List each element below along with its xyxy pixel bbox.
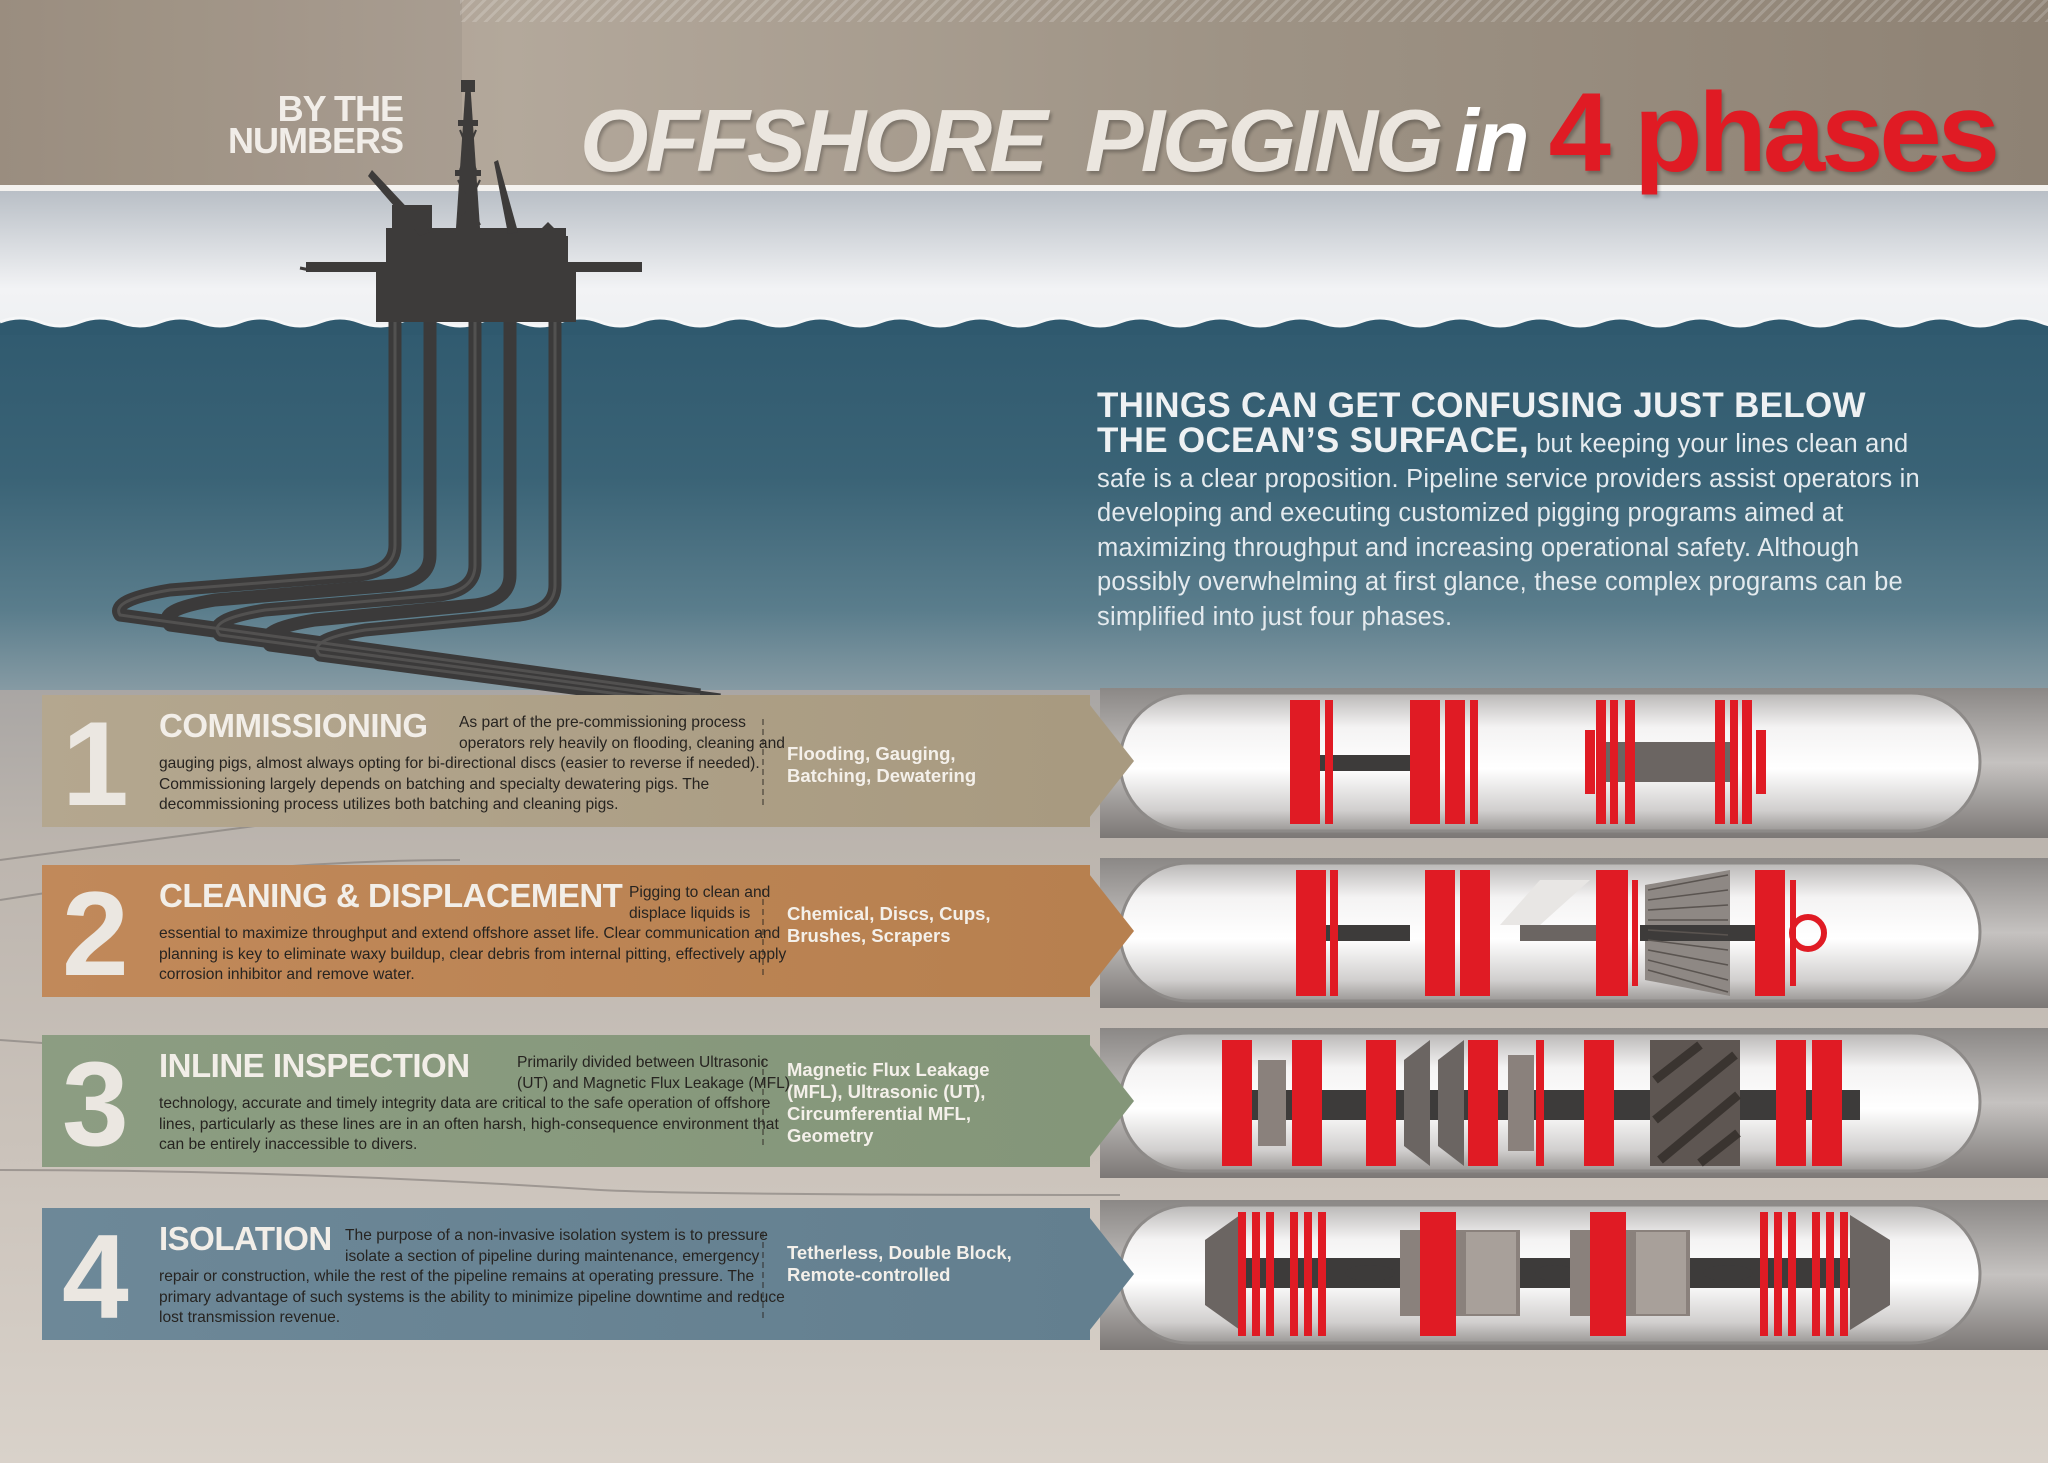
title-in: in <box>1454 91 1529 190</box>
intro-paragraph: THINGS CAN GET CONFUSING JUST BELOW THE … <box>1097 388 1927 634</box>
phase-name: COMMISSIONING <box>159 707 428 744</box>
phase-number: 2 <box>62 867 129 1001</box>
phase-description: Primarily divided between Ultrasonic (UT… <box>159 1054 790 1153</box>
phase-name: INLINE INSPECTION <box>159 1047 470 1084</box>
phase-name: CLEANING & DISPLACEMENT <box>159 877 623 914</box>
header-divider <box>0 185 2048 191</box>
phase-number: 4 <box>62 1210 129 1344</box>
phase-cleaning-displacement: 2 Pigging to clean and displace liquids … <box>42 865 1150 1001</box>
kicker-by-the: BY THE <box>277 88 404 129</box>
phase-divider <box>762 719 764 805</box>
phase-band <box>42 865 1090 997</box>
phase-tools: Tetherless, Double Block, Remote-control… <box>787 1242 1012 1285</box>
header-banner <box>0 0 2048 185</box>
phase-name: ISOLATION <box>159 1220 332 1257</box>
pipe-1 <box>1100 688 2048 838</box>
title-pigging: PIGGING <box>1084 91 1443 190</box>
phase-divider <box>762 1059 764 1145</box>
oil-platform-icon <box>299 80 642 322</box>
phase-arrow <box>1082 1035 1134 1167</box>
phase-tools: Chemical, Discs, Cups, Brushes, Scrapers <box>787 903 991 946</box>
header-stripe <box>460 0 2048 22</box>
phase-number: 3 <box>62 1037 129 1171</box>
phase-description: The purpose of a non-invasive isolation … <box>159 1227 785 1326</box>
phase-arrow <box>1082 1208 1134 1340</box>
phase-tools: Flooding, Gauging, Batching, Dewatering <box>787 743 977 786</box>
phase-number: 1 <box>62 697 129 831</box>
intro-body: but keeping your lines clean and safe is… <box>1097 430 1920 631</box>
phase-arrow <box>1082 695 1134 827</box>
phase-isolation: 4 The purpose of a non-invasive isolatio… <box>42 1208 1150 1344</box>
sky <box>0 191 2048 331</box>
phase-tools: Magnetic Flux Leakage (MFL), Ultrasonic … <box>787 1059 990 1146</box>
phase-arrow <box>1082 865 1134 997</box>
intro-headline: THINGS CAN GET CONFUSING JUST BELOW THE … <box>1097 386 1866 460</box>
header-shade <box>0 0 462 185</box>
phase-description: Pigging to clean and displace liquids is… <box>159 884 787 983</box>
title-4-phases: 4 phases <box>1548 70 2000 195</box>
phase-band <box>42 1035 1090 1167</box>
pipeline-pig-icon <box>1290 700 1766 824</box>
phase-commissioning: 1 As part of the pre-commissioning proce… <box>42 695 1150 831</box>
phase-inline-inspection: 3 Primarily divided between Ultrasonic (… <box>42 1035 1150 1171</box>
phase-band <box>42 1208 1090 1340</box>
phase-description: As part of the pre-commissioning process… <box>159 714 785 813</box>
phase-divider <box>762 889 764 975</box>
phase-divider <box>762 1232 764 1318</box>
title-offshore: OFFSHORE <box>580 91 1048 190</box>
kicker-numbers: NUMBERS <box>227 120 404 161</box>
phase-band <box>42 695 1090 827</box>
